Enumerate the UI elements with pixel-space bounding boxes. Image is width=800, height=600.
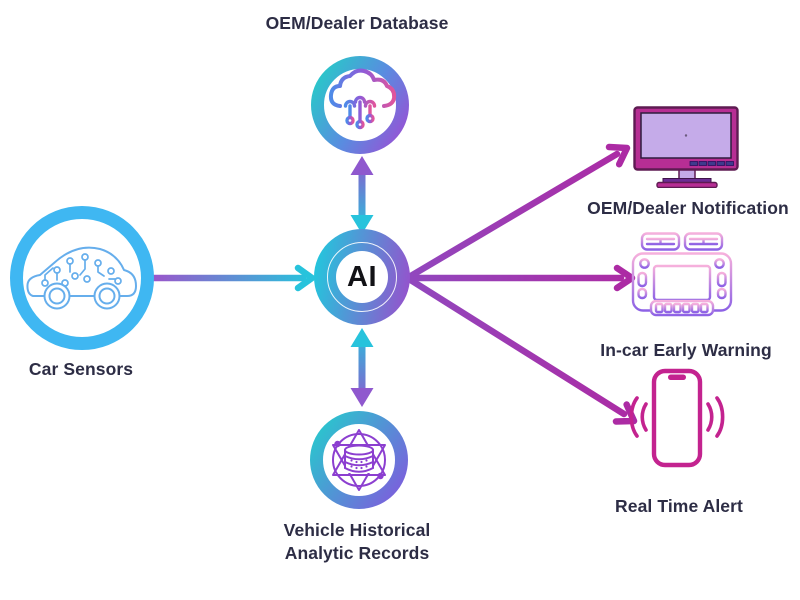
ai-highlight-ring [327,242,397,312]
label-oem-notification: OEM/Dealer Notification [587,198,789,218]
node-in-car-warning [629,232,739,326]
label-real-time-alert: Real Time Alert [615,496,743,516]
label-oem-database: OEM/Dealer Database [265,13,449,33]
arrow-car-to-ai [148,264,316,292]
node-real-time-alert [627,368,727,472]
car-dashboard-icon [631,232,733,317]
arrow-ai-records-twoway [350,328,374,407]
ai-label: AI [347,260,377,293]
node-car-sensors [10,206,154,350]
monitor-icon [633,106,739,188]
database-network-icon [310,411,408,509]
cloud-computing-icon [311,56,409,154]
node-ai: AI [314,229,410,325]
label-vehicle-records-line2: Analytic Records [284,543,430,563]
node-oem-database [310,55,410,155]
phone-vibrate-icon [629,368,725,468]
node-vehicle-records [309,410,409,510]
arrow-ai-to-warning [405,264,636,292]
label-vehicle-records: Vehicle Historical Analytic Records [284,519,431,565]
label-in-car-warning: In-car Early Warning [600,340,772,360]
ai-inner-disc: AI [336,251,388,303]
node-oem-notification [633,106,741,188]
label-car-sensors: Car Sensors [28,359,134,379]
label-vehicle-records-line1: Vehicle Historical [283,520,431,540]
car-circuit-icon [26,246,137,310]
arrow-database-ai-twoway [350,156,374,234]
